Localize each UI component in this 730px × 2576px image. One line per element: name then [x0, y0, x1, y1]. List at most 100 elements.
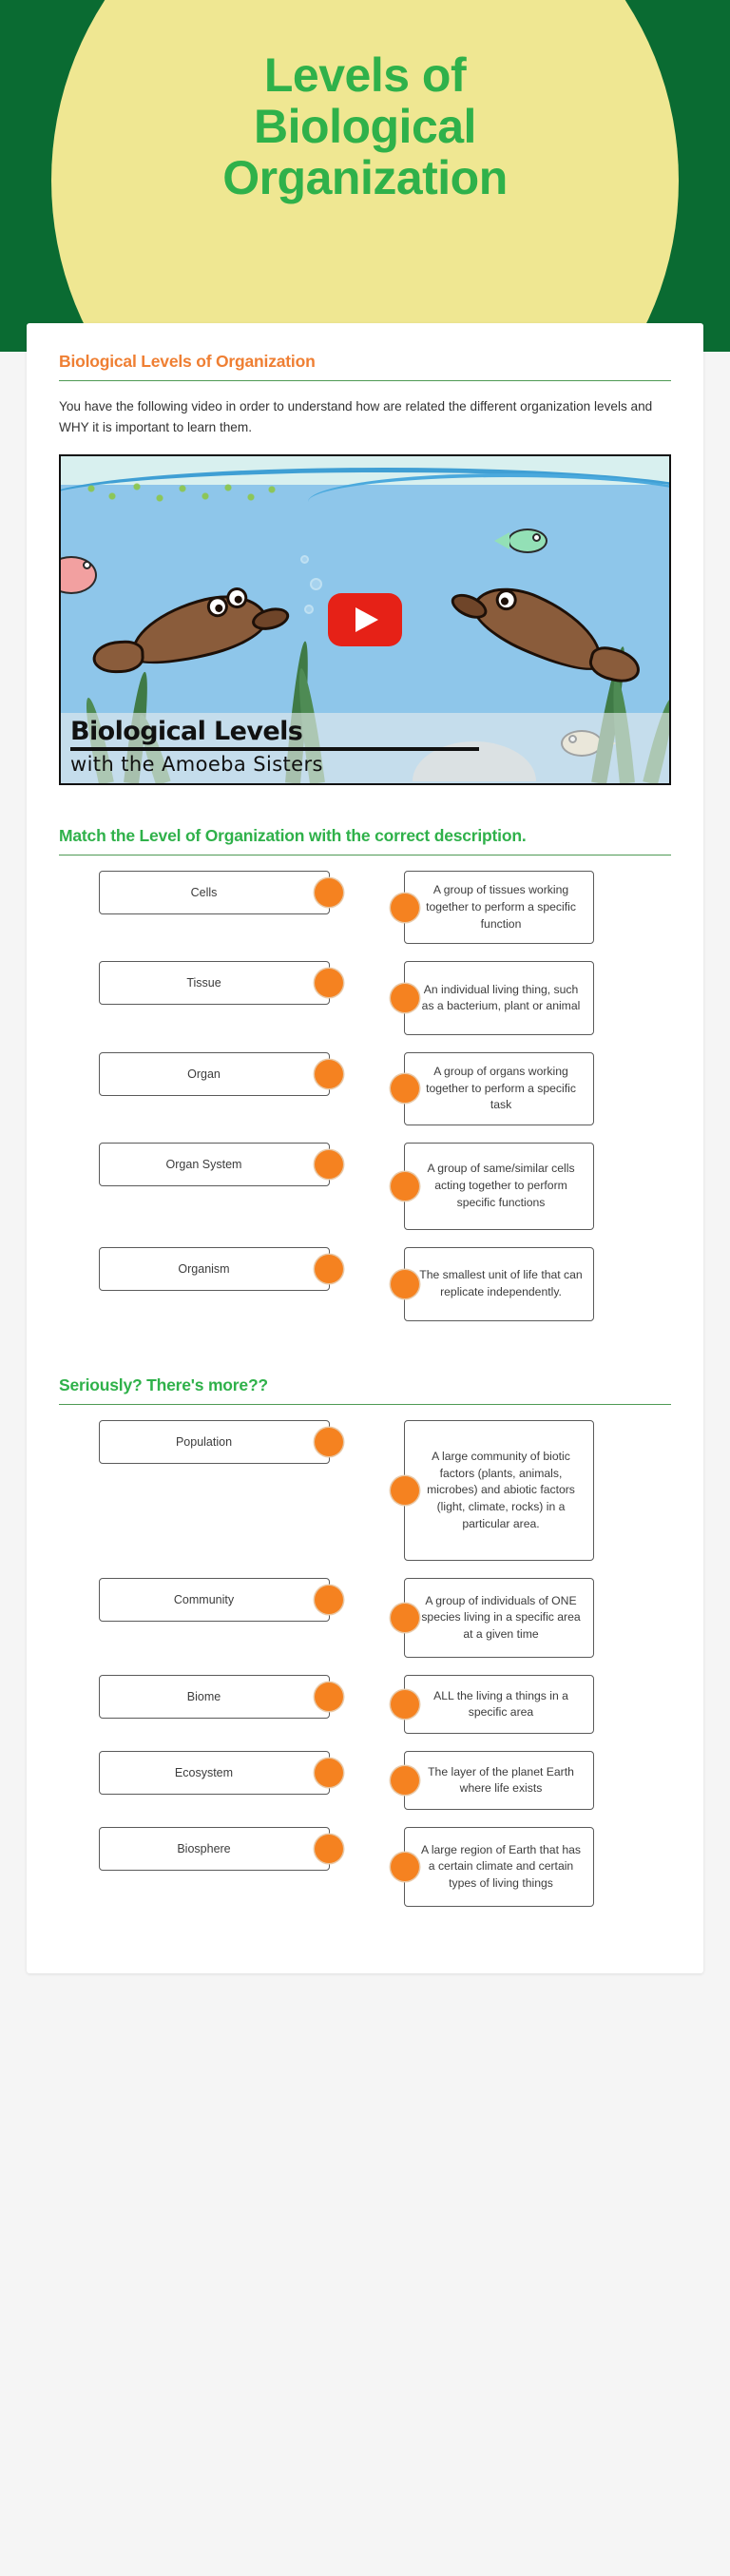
page-title-line-3: Organization — [222, 151, 508, 204]
description-box[interactable]: A group of organs working together to pe… — [391, 1052, 594, 1125]
connector-dot[interactable] — [391, 984, 419, 1013]
bubble-icon — [300, 555, 309, 565]
wave-line-2 — [308, 473, 669, 502]
term-label: Ecosystem — [174, 1766, 234, 1780]
description-box[interactable]: The layer of the planet Earth where life… — [391, 1751, 594, 1811]
video-caption-divider — [70, 747, 479, 752]
description-text: A large community of biotic factors (pla… — [427, 1450, 575, 1530]
match-row: Tissue An individual living thing, such … — [59, 961, 671, 1036]
connector-dot[interactable] — [315, 1759, 343, 1788]
page-title: Levels of Biological Organization — [0, 49, 730, 203]
term-box[interactable]: Ecosystem — [99, 1751, 343, 1796]
connector-dot[interactable] — [391, 1690, 419, 1720]
connector-dot[interactable] — [315, 1428, 343, 1457]
description-text: The layer of the planet Earth where life… — [428, 1764, 574, 1796]
wave-line-1 — [61, 468, 669, 500]
page-header: Levels of Biological Organization — [0, 0, 730, 352]
term-box[interactable]: Population — [99, 1420, 343, 1465]
description-box[interactable]: A large region of Earth that has a certa… — [391, 1827, 594, 1908]
section-divider-intro — [59, 380, 671, 381]
description-text: The smallest unit of life that can repli… — [419, 1268, 583, 1298]
connector-dot[interactable] — [391, 893, 419, 922]
connector-dot[interactable] — [315, 1060, 343, 1089]
term-label: Tissue — [186, 976, 221, 990]
connector-dot[interactable] — [315, 1586, 343, 1615]
term-label: Community — [173, 1593, 235, 1607]
term-label: Organ System — [165, 1157, 242, 1171]
description-text: ALL the living a things in a specific ar… — [433, 1688, 568, 1720]
connector-dot[interactable] — [391, 1766, 419, 1796]
connector-dot[interactable] — [391, 1074, 419, 1104]
fish-icon — [61, 556, 97, 595]
bubble-icon — [310, 578, 322, 591]
term-box[interactable]: Tissue — [99, 961, 343, 1006]
term-label: Organism — [178, 1261, 230, 1276]
term-box[interactable]: Cells — [99, 871, 343, 915]
description-text: A large region of Earth that has a certa… — [420, 1842, 582, 1890]
term-label: Biosphere — [177, 1842, 231, 1856]
match-row: Population A large community of biotic f… — [59, 1420, 671, 1562]
term-box[interactable]: Community — [99, 1578, 343, 1623]
description-box[interactable]: A group of same/similar cells acting tog… — [391, 1142, 594, 1230]
intro-paragraph: You have the following video in order to… — [59, 399, 653, 435]
description-box[interactable]: The smallest unit of life that can repli… — [391, 1246, 594, 1321]
match-row: Organ A group of organs working together… — [59, 1052, 671, 1125]
description-text: An individual living thing, such as a ba… — [421, 982, 581, 1013]
term-box[interactable]: Biosphere — [99, 1827, 343, 1872]
fish-icon — [494, 529, 548, 554]
video-caption: Biological Levels with the Amoeba Sister… — [70, 717, 479, 776]
description-box[interactable]: A group of individuals of ONE species li… — [391, 1578, 594, 1659]
connector-dot[interactable] — [315, 1682, 343, 1712]
algae-decoration — [84, 481, 283, 507]
header-ellipse-decoration — [51, 0, 679, 352]
term-box[interactable]: Organ System — [99, 1142, 343, 1186]
connector-dot[interactable] — [391, 1604, 419, 1633]
video-thumbnail[interactable]: Biological Levels with the Amoeba Sister… — [59, 454, 671, 786]
match-row: Ecosystem The layer of the planet Earth … — [59, 1751, 671, 1811]
connector-dot[interactable] — [315, 1254, 343, 1283]
page-title-line-1: Levels of — [263, 48, 467, 102]
connector-dot[interactable] — [315, 878, 343, 908]
term-label: Organ — [187, 1067, 221, 1082]
connector-dot[interactable] — [391, 1171, 419, 1201]
section-divider-match-2 — [59, 1404, 671, 1406]
match-row: Community A group of individuals of ONE … — [59, 1578, 671, 1659]
term-label: Population — [175, 1435, 233, 1450]
description-box[interactable]: ALL the living a things in a specific ar… — [391, 1675, 594, 1735]
match-grid-1: Cells A group of tissues working togethe… — [59, 871, 671, 1321]
term-box[interactable]: Organ — [99, 1052, 343, 1097]
term-label: Cells — [190, 886, 218, 900]
section-title-match-1: Match the Level of Organization with the… — [59, 826, 527, 846]
connector-dot[interactable] — [391, 1853, 419, 1882]
match-grid-2: Population A large community of biotic f… — [59, 1420, 671, 1908]
match-row: Biosphere A large region of Earth that h… — [59, 1827, 671, 1908]
match-row: Cells A group of tissues working togethe… — [59, 871, 671, 945]
connector-dot[interactable] — [315, 1149, 343, 1179]
video-caption-subtitle: with the Amoeba Sisters — [70, 753, 323, 777]
term-box[interactable]: Biome — [99, 1675, 343, 1720]
platypus-illustration — [447, 572, 644, 687]
description-text: A group of tissues working together to p… — [426, 883, 576, 931]
match-row: Biome ALL the living a things in a speci… — [59, 1675, 671, 1735]
section-title-match-2: Seriously? There's more?? — [59, 1375, 268, 1394]
description-box[interactable]: A large community of biotic factors (pla… — [391, 1420, 594, 1562]
description-box[interactable]: An individual living thing, such as a ba… — [391, 961, 594, 1036]
term-label: Biome — [186, 1690, 221, 1704]
play-button-icon[interactable] — [328, 593, 402, 647]
section-title-intro: Biological Levels of Organization — [59, 352, 316, 371]
description-text: A group of individuals of ONE species li… — [421, 1593, 581, 1641]
description-box[interactable]: A group of tissues working together to p… — [391, 871, 594, 945]
worksheet-card: Biological Levels of Organization You ha… — [27, 323, 703, 1974]
connector-dot[interactable] — [391, 1476, 419, 1506]
connector-dot[interactable] — [391, 1269, 419, 1298]
match-row: Organ System A group of same/similar cel… — [59, 1142, 671, 1230]
connector-dot[interactable] — [315, 969, 343, 998]
page-title-line-2: Biological — [254, 100, 476, 153]
platypus-illustration — [91, 585, 292, 675]
term-box[interactable]: Organism — [99, 1246, 343, 1291]
connector-dot[interactable] — [315, 1835, 343, 1864]
description-text: A group of organs working together to pe… — [426, 1065, 576, 1112]
video-caption-title: Biological Levels — [70, 717, 303, 747]
description-text: A group of same/similar cells acting tog… — [427, 1162, 575, 1209]
